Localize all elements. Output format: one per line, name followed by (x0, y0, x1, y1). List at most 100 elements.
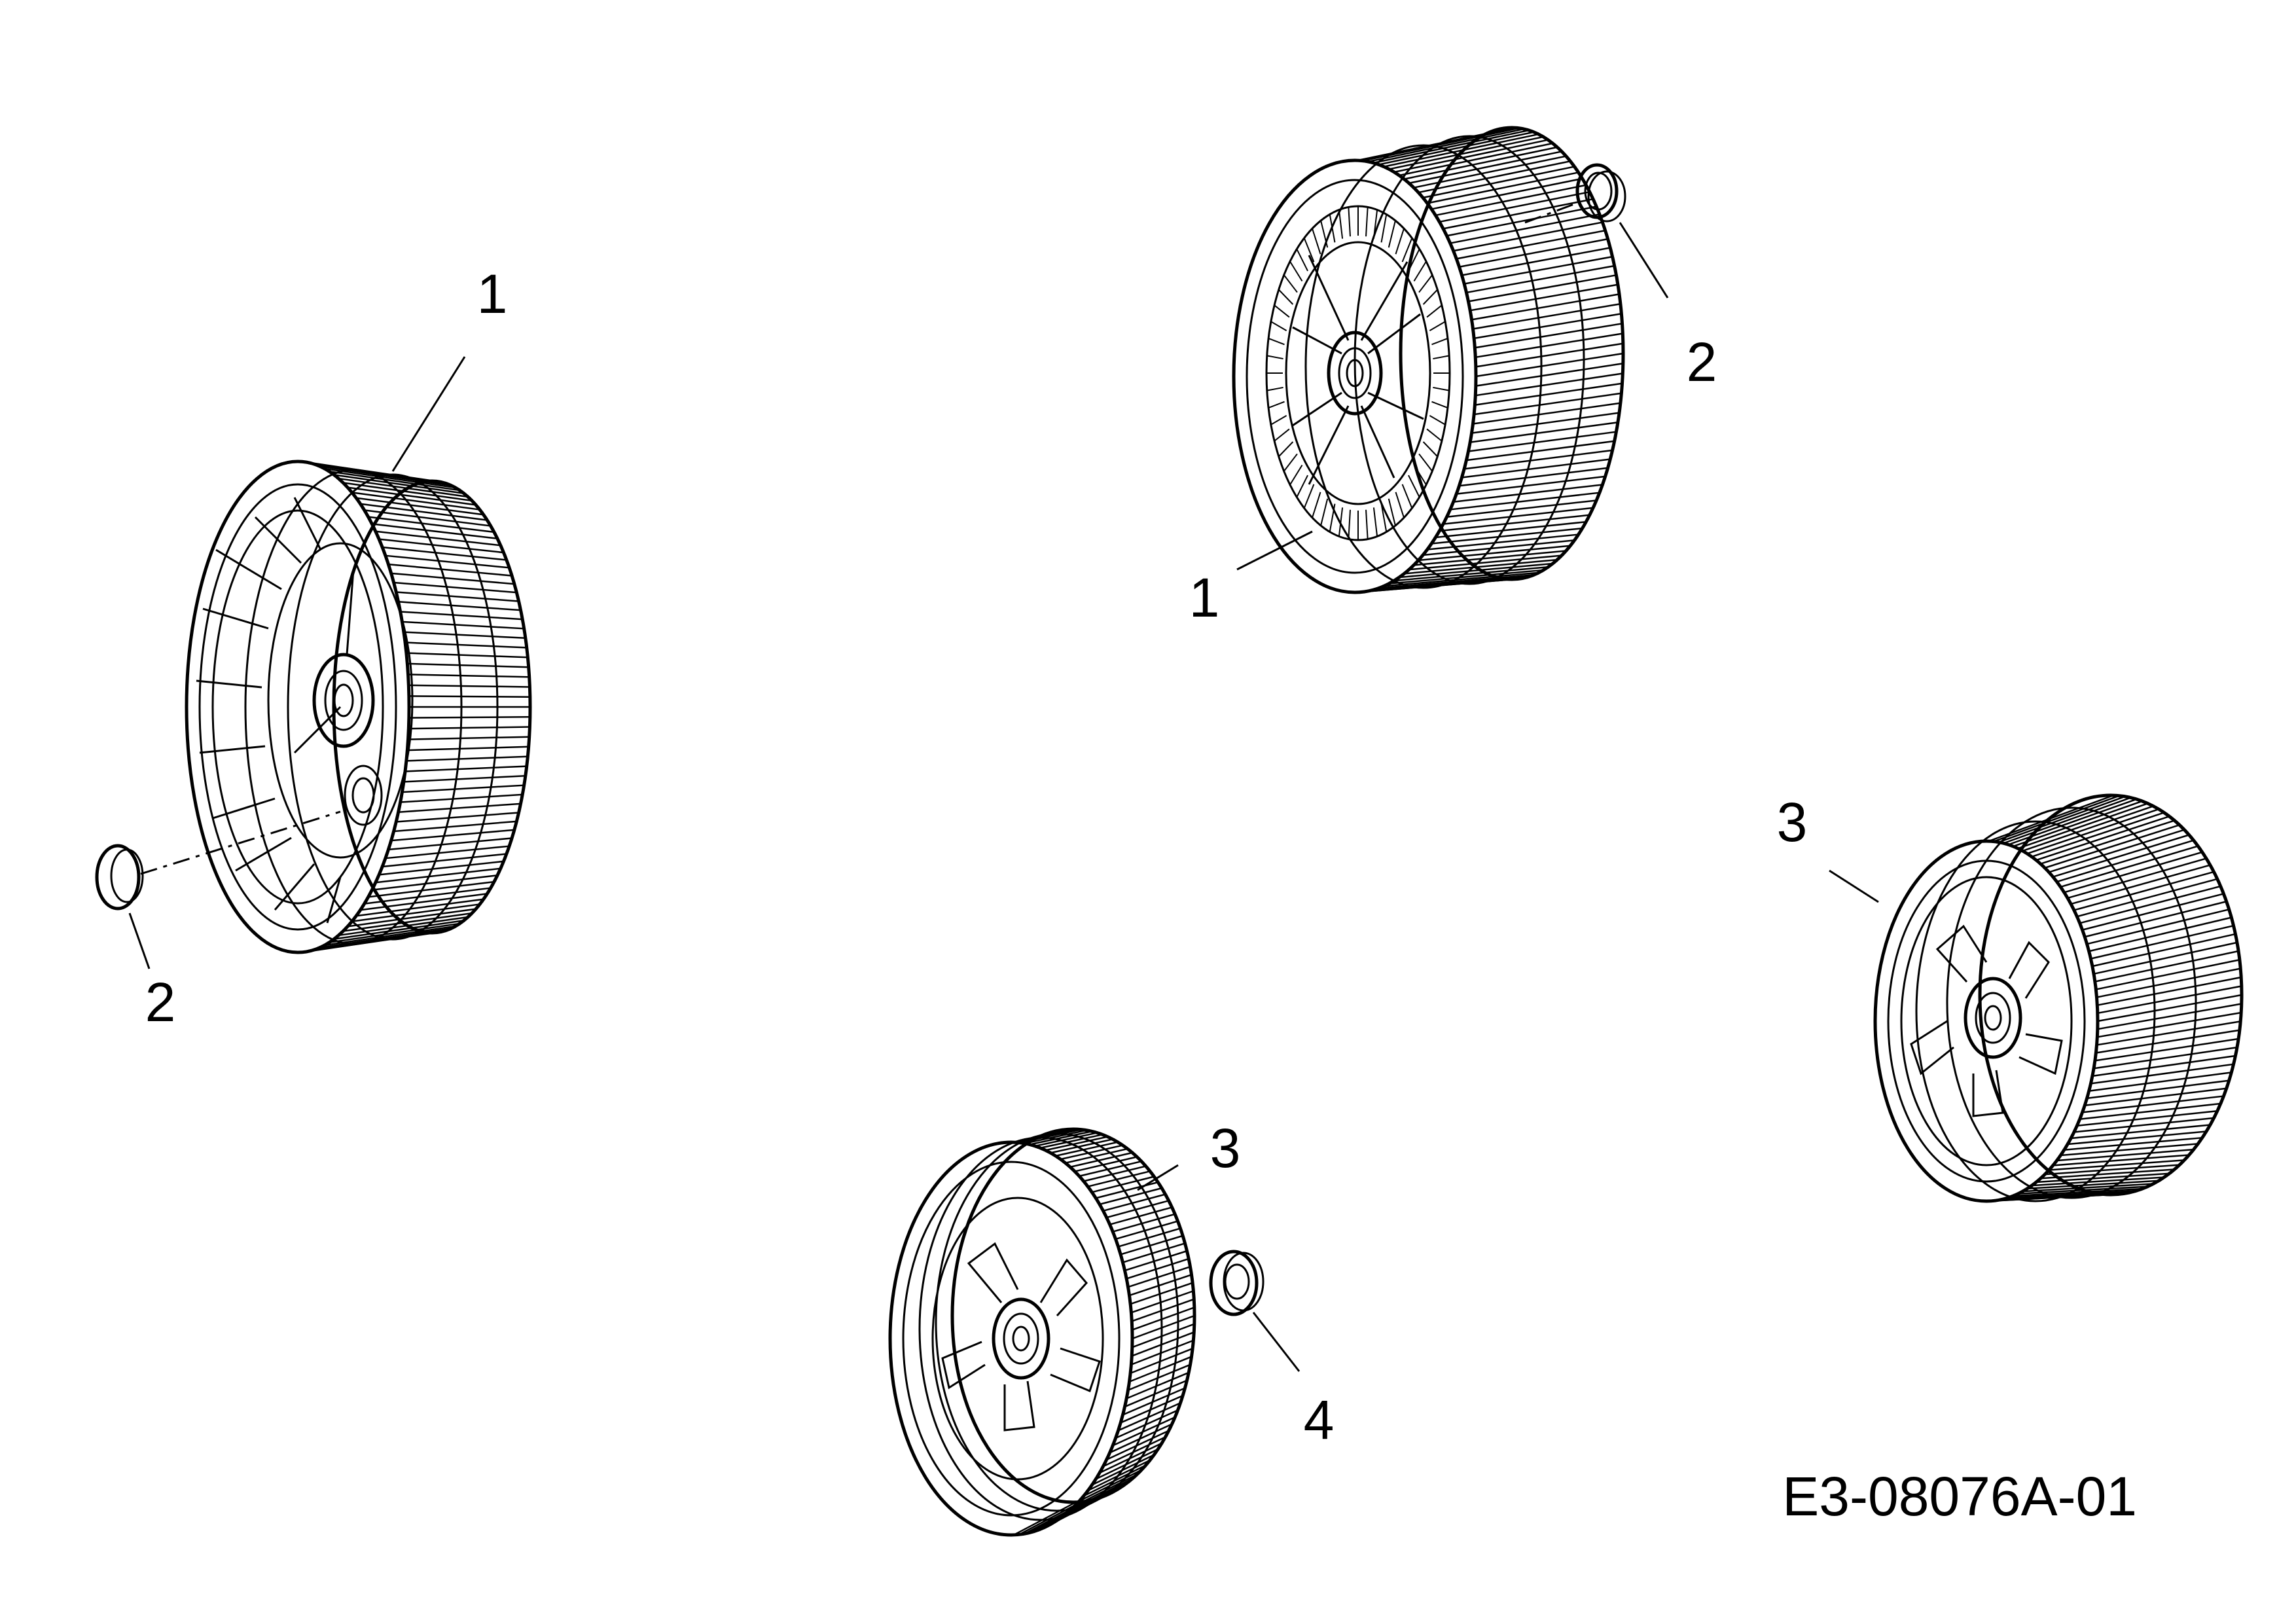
tread-block (1404, 146, 1558, 180)
tread-block (372, 523, 498, 540)
right-wheel-tread (1988, 794, 2242, 1202)
tread-block (1362, 127, 1520, 162)
gear-tooth (1408, 475, 1420, 497)
tread-block (2008, 798, 2137, 846)
tread-block (1083, 1165, 1146, 1182)
tread-block (1120, 1394, 1183, 1424)
tread-block (403, 631, 526, 640)
tread-block (1128, 1265, 1191, 1288)
gear-tooth (1388, 498, 1396, 526)
tread-block (1060, 1144, 1123, 1161)
tread-block (2060, 1143, 2198, 1157)
tread-block (1083, 1464, 1147, 1497)
gear-tooth (1283, 453, 1298, 472)
tread-block (1384, 133, 1539, 168)
tread-block (1132, 1323, 1195, 1348)
tread-block (1378, 574, 1534, 589)
tread-block (378, 538, 504, 554)
tread-block (2082, 893, 2224, 931)
tread-block (368, 516, 495, 533)
gear-tooth (1418, 453, 1433, 472)
tread-block (1988, 794, 2114, 842)
tread-block (2096, 967, 2241, 998)
tread-block (1373, 129, 1530, 164)
gear-tooth (1274, 304, 1290, 318)
tread-block (1473, 392, 1622, 416)
tread-block (1459, 238, 1608, 268)
gear-tooth (1401, 484, 1413, 509)
tread-block (1045, 1136, 1108, 1151)
tread-block (1399, 562, 1553, 579)
left-wheel-spokes (196, 497, 355, 924)
tread-block (1357, 126, 1515, 162)
tread-block (1373, 575, 1530, 591)
gear-tooth (1413, 261, 1427, 282)
tread-block (406, 652, 528, 659)
tread-block (2036, 1172, 2170, 1183)
tread-block (1087, 1170, 1151, 1187)
tread-block (1475, 372, 1623, 397)
gear-tooth (1431, 338, 1448, 346)
tread-block (1034, 1498, 1098, 1532)
top-rear-wheel (1232, 126, 1625, 594)
tread-block (2097, 976, 2242, 1006)
tread-block (1129, 1356, 1192, 1383)
tread-block (398, 601, 521, 611)
gear-tooth (1365, 207, 1369, 237)
tread-block (375, 867, 501, 884)
tread-block (391, 829, 514, 842)
tread-block (1357, 578, 1515, 594)
drawing-number: E3-08076A-01 (1782, 1466, 2137, 1527)
tread-block (2044, 824, 2180, 869)
top-cap-leader (1619, 222, 1669, 298)
tread-block (2008, 1189, 2137, 1199)
tread-block (1024, 1129, 1087, 1145)
tread-block (2040, 1168, 2175, 1180)
top-wheel-gear-ring (1266, 206, 1450, 540)
top-cap-axis-line (1524, 202, 1578, 224)
tread-block (356, 497, 484, 516)
tread-block (1099, 1187, 1162, 1206)
tread-block (343, 482, 473, 502)
tread-block (1120, 1235, 1183, 1255)
gear-tooth (1289, 464, 1303, 486)
tread-block (1404, 558, 1558, 575)
tread-block (2040, 820, 2175, 865)
tread-block (2064, 851, 2203, 893)
tread-block (408, 674, 529, 678)
tread-block (343, 912, 473, 932)
tread-block (1050, 1138, 1113, 1154)
tread-block (1389, 569, 1544, 585)
gear-tooth (1372, 209, 1378, 239)
tread-block (1453, 221, 1603, 252)
washer-leader (1252, 1312, 1300, 1372)
tread-block (1462, 247, 1611, 276)
tread-block (1079, 1161, 1142, 1178)
top-wheel-leader (1236, 530, 1313, 571)
gear-tooth (1278, 441, 1294, 458)
tread-block (2026, 808, 2159, 855)
gear-tooth (1429, 415, 1446, 425)
gear-tooth (1268, 338, 1285, 346)
tread-block (1418, 545, 1571, 562)
tread-block (1091, 1176, 1155, 1193)
tread-block (408, 684, 530, 688)
tread-block (1124, 1250, 1187, 1272)
left-cap-axis-line (140, 810, 341, 875)
tread-block (1998, 795, 2126, 843)
tread-block (2064, 1136, 2202, 1151)
tread-block (1413, 155, 1566, 189)
tread-block (1466, 440, 1615, 461)
tread-block (1431, 527, 1583, 545)
tread-block (1130, 1339, 1194, 1365)
tread-block (2092, 933, 2236, 967)
tread-block (407, 746, 529, 751)
gear-tooth (1312, 228, 1321, 255)
tread-block (398, 803, 521, 813)
tread-block (2085, 1087, 2227, 1106)
tread-block (1129, 1274, 1192, 1297)
gear-tooth (1408, 249, 1420, 272)
tread-block (385, 554, 510, 569)
tread-block (2067, 1130, 2207, 1146)
tread-block (368, 880, 495, 898)
